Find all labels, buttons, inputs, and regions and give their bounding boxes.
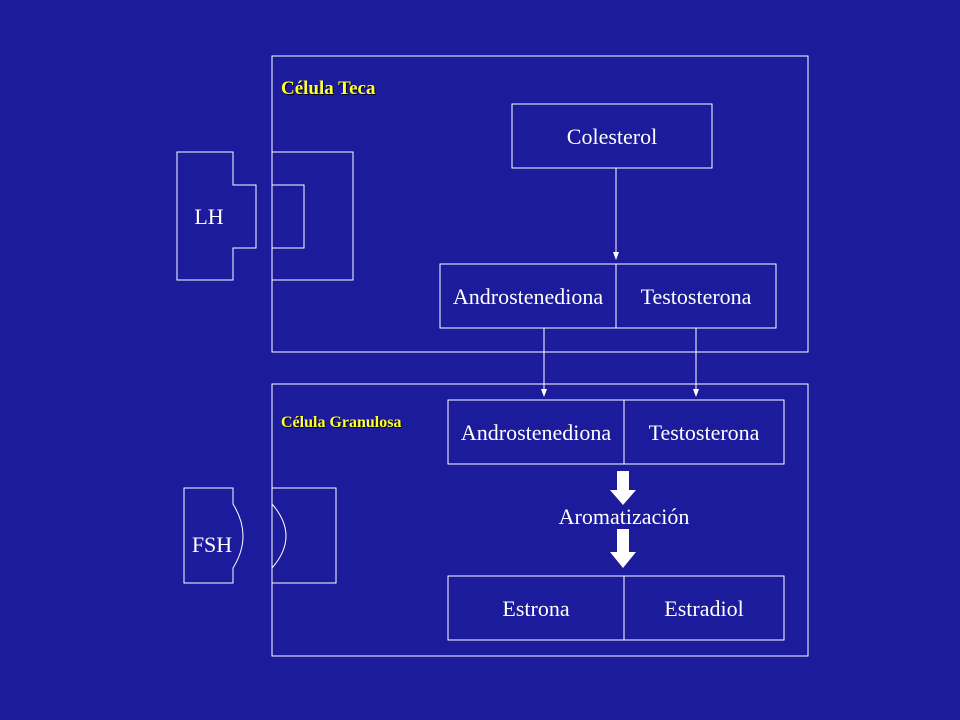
granulosa-androstenediona-label: Androstenediona [460, 420, 612, 445]
block-arrow-lower [610, 529, 636, 568]
lh-ligand-shape [176, 151, 257, 281]
fsh-label: FSH [191, 532, 233, 557]
fsh-receptor-shape [271, 487, 337, 584]
colesterol-box [511, 103, 713, 169]
lh-label: LH [194, 204, 224, 229]
estradiol-label: Estradiol [664, 596, 744, 621]
block-arrow-upper [610, 471, 636, 505]
granulosa-cell-box [271, 383, 809, 657]
teca-testosterona-label: Testosterona [640, 284, 752, 309]
granulosa-testosterona-label: Testosterona [648, 420, 760, 445]
teca-cell-title: Célula Teca [281, 78, 376, 99]
lh-receptor-shape [271, 151, 354, 281]
teca-cell-box [271, 55, 809, 353]
estrona-label: Estrona [502, 596, 570, 621]
teca-androstenediona-label: Androstenediona [452, 284, 604, 309]
fsh-ligand-shape [183, 487, 244, 584]
aromatizacion-label: Aromatización [558, 504, 690, 529]
estrogen-products-box [447, 575, 785, 641]
colesterol-label: Colesterol [566, 124, 658, 149]
teca-products-box [439, 263, 777, 329]
granulosa-cell-title: Célula Granulosa [281, 414, 402, 431]
granulosa-substrates-box [447, 399, 785, 465]
